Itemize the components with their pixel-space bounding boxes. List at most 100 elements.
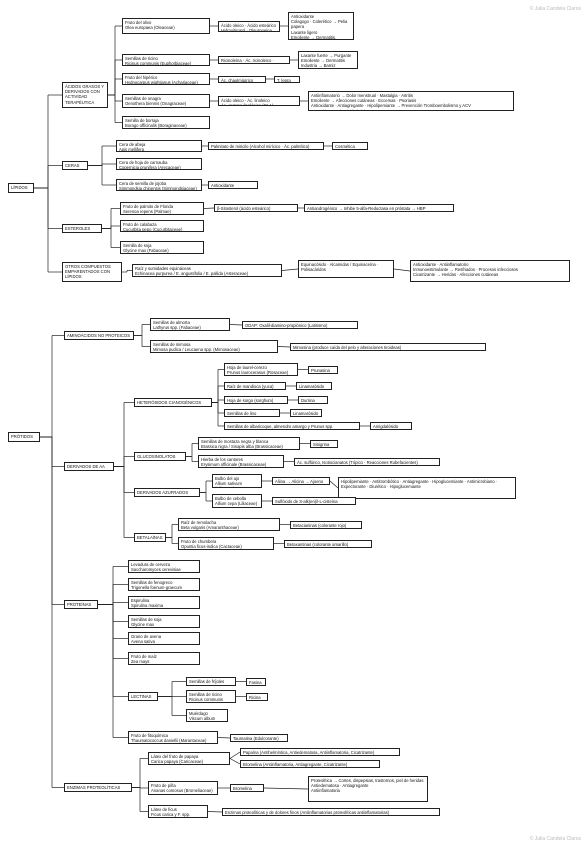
lectina-item-0-chain-0: Fasina xyxy=(246,677,266,686)
lipid-acid-item-1: Semillas de ricino Ricinus communis (Eup… xyxy=(122,54,210,66)
derivado-3-1-chain-0: Betaxantinas (colorante amarillo) xyxy=(284,539,372,548)
derivado-0-4-chain-0: Amigdalósido xyxy=(370,422,412,430)
connector-line xyxy=(393,268,411,272)
lipid-acid-item-1-chain-0: Ricinoleína · Ác. ricinoleico · Ricinina… xyxy=(218,56,290,64)
lipid-acid-item-1-chain-1: Laxante fuerte → Purgante Emoliente → De… xyxy=(298,51,358,69)
proteina-item-4: Grano de avena Avena sativa xyxy=(128,632,200,645)
connector-line xyxy=(263,787,309,790)
derivado-0-item-4: Semillas de albaricoque, almendro amargo… xyxy=(224,422,360,430)
aa-item-1: Semillas de mimosa Mimosa pudica / Leuca… xyxy=(150,340,278,353)
connector-line xyxy=(217,737,231,739)
cera-item-0-chain-0: Palmitato de miricilo (Alcohol mirícico … xyxy=(208,142,324,150)
derivado-2-0-chain-1: Hipolipemiante · Antitrombótico · Antiag… xyxy=(338,477,516,499)
proteina-item-7: Fruto de fitoquímica Thaumatococcus dani… xyxy=(128,731,218,744)
esterol-item-0-chain-0: β-Sitosterol (ácido esteárico) xyxy=(214,204,298,212)
derivado-1-1-chain-0: Ác. sulfúrico, Isotiocianatos (Tópico · … xyxy=(294,457,440,466)
group-esteroles: ESTEROLES xyxy=(62,224,102,233)
lipid-acid-item-4: Semilla de borraja Borago officinalis (B… xyxy=(122,116,210,129)
connector-line xyxy=(229,324,243,326)
derivado-subgroup-1: GLUCOSINOLATOS xyxy=(134,452,186,461)
lipid-acid-item-3-chain-0: Ácido oleico · Ác. linoleico Ác. gamma-l… xyxy=(218,96,300,106)
enzima-item-0: Látex del fruto de papaya Carica papaya … xyxy=(148,752,230,765)
derivado-0-3-chain-0: Linamarósido xyxy=(290,409,322,417)
derivado-1-item-0: Semillas de mostaza negra y blanca Brass… xyxy=(198,437,300,450)
watermark-bottom: © Julia Candela Claros xyxy=(529,836,581,842)
otros-lipidos-chain-0: Equinacósido · Alcamidas / Equinaceína ·… xyxy=(298,260,394,278)
enzima-item-1: Fruto de piña Ananas comosus (Bromeliace… xyxy=(148,781,218,795)
group-derivados-aa: DERIVADOS DE AA xyxy=(64,462,114,471)
derivado-2-item-0: Bulbo del ajo Allium sativum (Liliaceae) xyxy=(212,474,262,488)
derivado-0-1-chain-0: Linamarósido xyxy=(296,382,332,390)
proteina-item-1: Semillas de fenogreco Trigonella foenum-… xyxy=(128,578,200,591)
enzima-item-2: Látex de ficus Ficus carica y F. spp. xyxy=(148,805,208,818)
derivado-3-item-1: Fruto de chumbera Opuntia ficus-indica (… xyxy=(178,537,274,550)
enzima-item-1-chain-1: Proteolítica → Cortes, dispepsias, trast… xyxy=(308,776,428,802)
esterol-item-2: Semilla de soja Glycine max (Fabaceae) xyxy=(120,241,204,254)
connector-line xyxy=(229,758,241,765)
derivado-subgroup-2: DERIVADOS AZUFRADOS xyxy=(134,488,200,497)
lipid-acid-item-2: Fruto del hipérico Hydnocarpus wightianu… xyxy=(122,73,210,85)
aa-item-0-chain-0: ODAP: Oxalil-diamino-propiónico (Latiris… xyxy=(242,321,358,329)
enzima-item-1-chain-0: Bromelina xyxy=(230,784,264,792)
derivado-1-item-1: Hierba de los cantores Erysimum officina… xyxy=(198,455,284,468)
proteina-item-2: Espirulina Spirulina maxima xyxy=(128,596,200,609)
lectina-item-2: Muérdago Viscum album xyxy=(186,709,228,722)
esterol-item-0-chain-1: Antiandrogénico → Inhibe 5-alfa-Reductas… xyxy=(304,204,454,212)
enzima-item-2-chain-0: Enzimas proteolíticas y de dolores finos… xyxy=(222,808,440,816)
proteina-item-0: Levadura de cerveza Saccharomyces cerevi… xyxy=(128,560,200,573)
group-proteinas: PROTEÍNAS xyxy=(64,600,98,609)
derivado-0-item-2: Hoja de sorgo (sorghum) xyxy=(224,396,288,404)
proteina-item-3: Semillas de soja Glycine max xyxy=(128,615,200,628)
lipid-acid-item-3-chain-1: Antiinflamatorio → Dolor menstrual · Mas… xyxy=(308,91,514,111)
connector-line xyxy=(229,751,241,759)
aa-item-1-chain-0: Mimosina (produce caída del pelo y alter… xyxy=(290,343,486,351)
proteina-item-5: Fruto de maíz Zea mays xyxy=(128,652,200,665)
derivado-2-1-chain-0: Sulfóxido de S-alk(en)il-L-cisteína → Ác… xyxy=(272,497,356,505)
connector-line xyxy=(277,346,291,348)
derivado-3-0-chain-0: Betacianinas (colorante rojo) xyxy=(290,520,362,529)
group-otros-lipidos: OTROS COMPUESTOS EMPARENTADOS CON LÍPIDO… xyxy=(62,262,122,282)
esterol-item-1: Fruto de calabaza Cucurbita pepo (Cucurb… xyxy=(120,220,204,232)
group-aa-no-proteicos: AMINOÁCIDOS NO PROTEICOS xyxy=(64,331,134,340)
derivado-0-item-0: Hoja de laurel-cerezo Prunus laurocerasu… xyxy=(224,363,298,376)
derivado-0-0-chain-0: Prunasina xyxy=(308,365,338,374)
cera-item-1: Cera de hoja de carnauba Copernicia prun… xyxy=(116,158,202,170)
group-acidos-grasos: ÁCIDOS GRASOS Y DERIVADOS CON ACTIVIDAD … xyxy=(62,82,108,108)
derivado-subgroup-3: BETALAÍNAS xyxy=(134,533,166,542)
lipid-acid-item-0-chain-1: Antioxidante Colagogo · Colerético → Pel… xyxy=(288,12,354,40)
watermark-top: © Julia Candela Claros xyxy=(529,6,581,12)
lipid-acid-item-3: Semillas de onagra Oenothera biennis (On… xyxy=(122,94,210,108)
lipid-acid-item-2-chain-0: Ác. chaulmúgrico xyxy=(218,75,266,83)
lectina-item-0: Semillas de fríjoles xyxy=(186,677,236,686)
derivado-0-item-3: Semillas de lino xyxy=(224,409,280,417)
group-ceras: CERAS xyxy=(62,161,88,170)
derivado-2-0-chain-0: Aliina → Alicina → Ajoeno xyxy=(272,477,330,485)
cera-item-2-chain-0: Antioxidante xyxy=(208,181,258,189)
root-protidos: PRÓTIDOS xyxy=(8,432,40,442)
enzima-item-0-chain-0: Papaína (Antihelmíntica, Antiedematosa, … xyxy=(240,748,400,756)
lipid-acid-item-0: Fruto del olivo Olea europaea (Oleaceae) xyxy=(122,18,210,34)
derivado-3-item-0: Raíz de remolacha Beta vulgaris (Amarant… xyxy=(178,518,280,531)
group-enzimas: ENZIMAS PROTEOLÍTICAS xyxy=(64,783,132,792)
aa-item-0: Semillas de almorta Lathyrus spp. (Fabac… xyxy=(150,318,230,331)
lectina-item-1: Semillas de ricino Ricinus communis xyxy=(186,690,236,703)
derivado-2-item-1: Bulbo de cebolla Allium cepa (Liliaceae) xyxy=(212,494,262,508)
connector-line xyxy=(281,268,299,271)
connector-line xyxy=(329,480,339,489)
connector-line xyxy=(203,207,215,209)
connector-line xyxy=(207,811,223,813)
root-lipidos: LÍPIDOS xyxy=(8,183,34,193)
otros-lipidos-item-0: Raíz y sumidades equináceas Echinacea pu… xyxy=(132,264,282,277)
lipid-acid-item-0-chain-0: Ácido oleico · Ácido esteárico Hidroxiti… xyxy=(218,20,280,32)
enzima-item-0-chain-1: Bromelina (Antiinflamatoria, Antiagregan… xyxy=(240,760,380,768)
derivado-1-0-chain-0: Sinigrina xyxy=(310,439,338,448)
cera-item-0: Cera de abeja Apis mellifera xyxy=(116,140,202,152)
proteina-lectinas: LECTINAS xyxy=(128,692,158,701)
derivado-0-2-chain-0: Durrina xyxy=(298,396,328,404)
otros-lipidos-chain-1: Antioxidante · Antiinflamatorio Inmunoes… xyxy=(410,260,570,282)
esterol-item-0: Fruto de palmito de Florida Serenoa repe… xyxy=(120,202,204,215)
cera-item-2: Cera de semilla de jojoba Simmondsia chi… xyxy=(116,179,202,191)
lectina-item-1-chain-0: Ricina xyxy=(246,692,268,701)
